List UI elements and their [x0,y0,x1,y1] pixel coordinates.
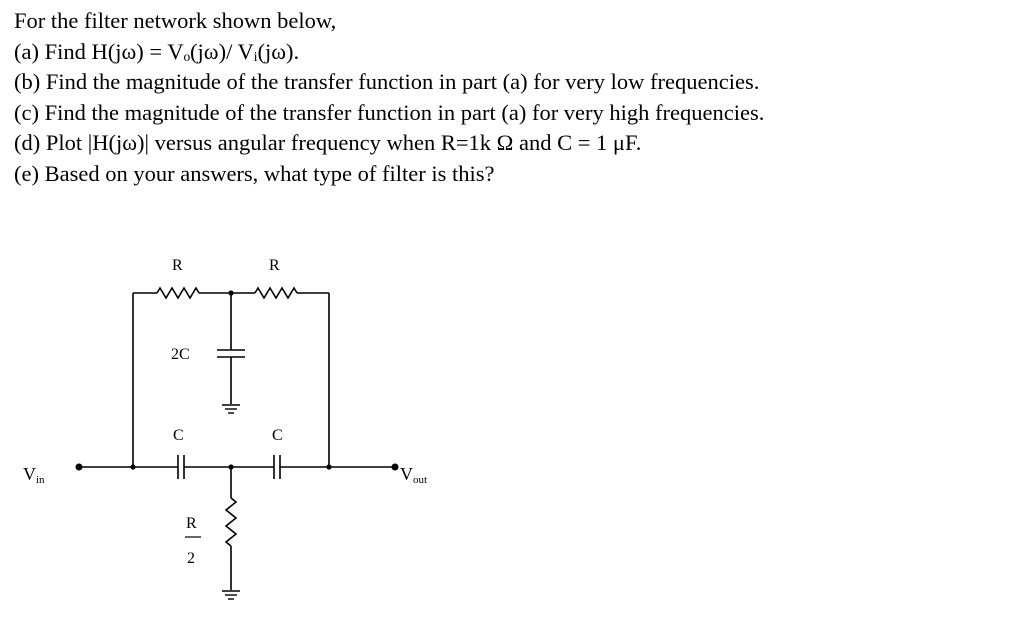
output-terminal [391,463,399,471]
problem-part-b: (b) Find the magnitude of the transfer f… [14,69,760,94]
left-capacitor-label: C [173,427,184,444]
input-voltage-symbol: V [23,464,36,484]
ground-icon [222,404,240,414]
top-right-resistor [254,286,298,300]
ground-icon [222,590,240,600]
output-voltage-symbol: V [400,464,413,484]
input-voltage-subscript: in [36,474,45,486]
top-left-resistor [156,286,200,300]
right-capacitor-label: C [272,427,283,444]
output-voltage-subscript: out [413,474,427,486]
shunt-resistor-label-numerator: R [186,515,197,532]
problem-part-a: (a) Find H(jω) = Vₒ(jω)/ Vᵢ(jω). [14,38,300,64]
problem-statement: For the filter network shown below, (a) … [14,6,1004,189]
top-left-resistor-label: R [172,257,183,274]
top-right-resistor-label: R [269,257,280,274]
shunt-capacitor-label: 2C [171,346,190,363]
output-voltage-label: Vout [400,464,427,486]
problem-part-d: (d) Plot |H(jω)| versus angular frequenc… [14,130,642,155]
problem-part-c: (c) Find the magnitude of the transfer f… [14,99,765,125]
shunt-resistor-label-denominator: 2 [187,550,195,567]
problem-intro: For the filter network shown below, [14,8,337,33]
input-terminal [75,463,83,471]
input-voltage-label: Vin [23,464,45,486]
shunt-resistor [224,497,238,547]
problem-part-e: (e) Based on your answers, what type of … [14,160,495,186]
